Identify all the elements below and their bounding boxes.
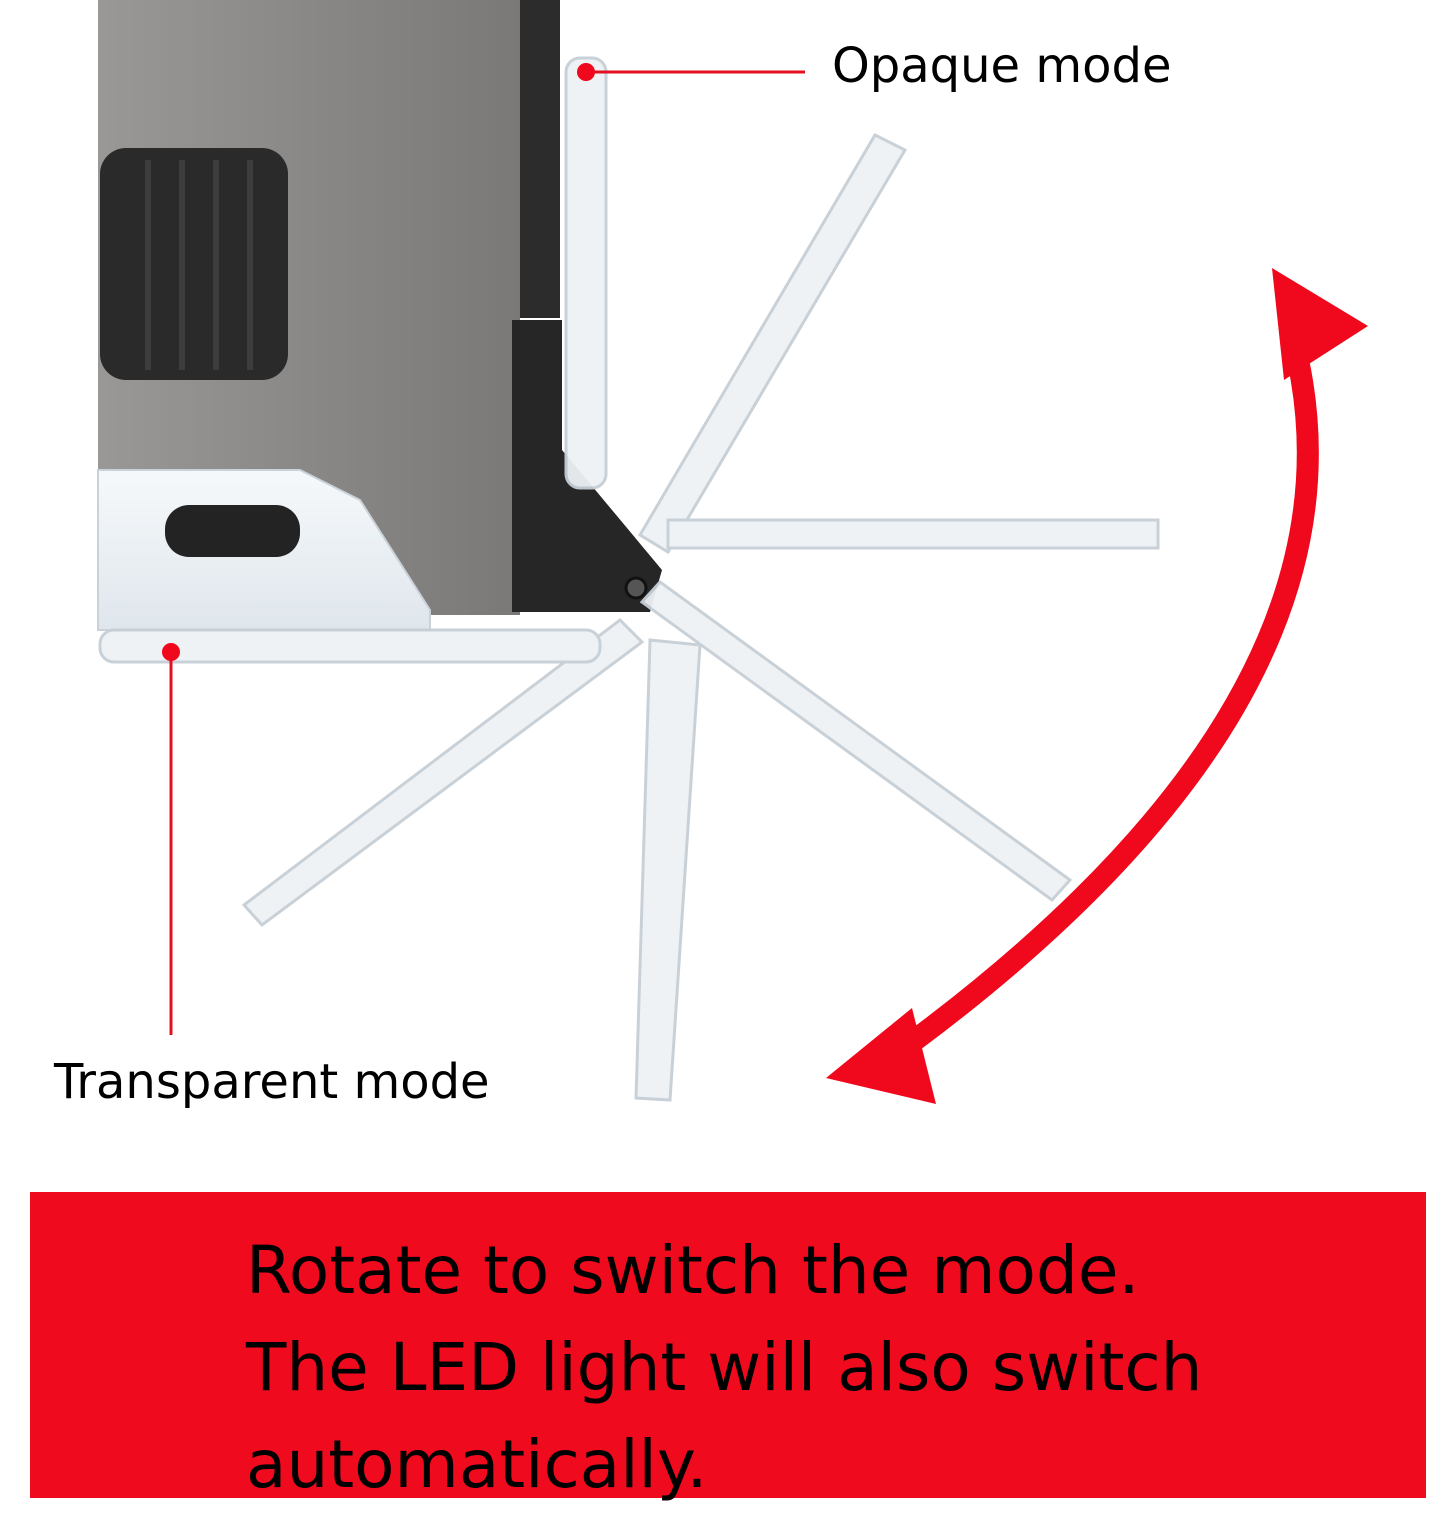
- stand-position-5: [634, 638, 702, 1102]
- lens: [165, 505, 300, 557]
- transparent-mode-label: Transparent mode: [54, 1054, 490, 1110]
- stand-position-4: [639, 579, 1073, 903]
- focus-dial-grip: [145, 160, 253, 370]
- stand-positions: [98, 56, 1160, 1102]
- stand-position-2: [637, 133, 908, 555]
- rotation-arrow-head-top: [1272, 268, 1368, 380]
- hinge-panel: [512, 320, 662, 612]
- instruction-banner: [30, 1192, 1426, 1498]
- opaque-mode-label: Opaque mode: [832, 38, 1172, 94]
- opaque-callout-dot: [577, 63, 595, 81]
- hinge-screw: [624, 576, 648, 600]
- stand-position-3: [666, 518, 1160, 550]
- stand-position-6: [241, 618, 645, 928]
- instruction-line-3: automatically.: [246, 1426, 708, 1503]
- focus-dial: [100, 148, 288, 380]
- callouts: [162, 63, 805, 1035]
- stand-opaque-position: [564, 56, 608, 490]
- stand-transparent-position: [98, 628, 602, 664]
- instruction-text: Rotate to switch the mode. The LED light…: [246, 1222, 1396, 1513]
- transparent-callout-dot: [162, 643, 180, 661]
- rotation-arrow-shaft: [908, 357, 1319, 1049]
- side-panel: [512, 0, 560, 318]
- instruction-line-2: The LED light will also switch: [246, 1329, 1203, 1406]
- microscope: [97, 0, 662, 631]
- rotation-arrow-head-bottom: [826, 1008, 936, 1104]
- rotation-arrow-icon: [826, 268, 1368, 1104]
- instruction-line-1: Rotate to switch the mode.: [246, 1232, 1140, 1309]
